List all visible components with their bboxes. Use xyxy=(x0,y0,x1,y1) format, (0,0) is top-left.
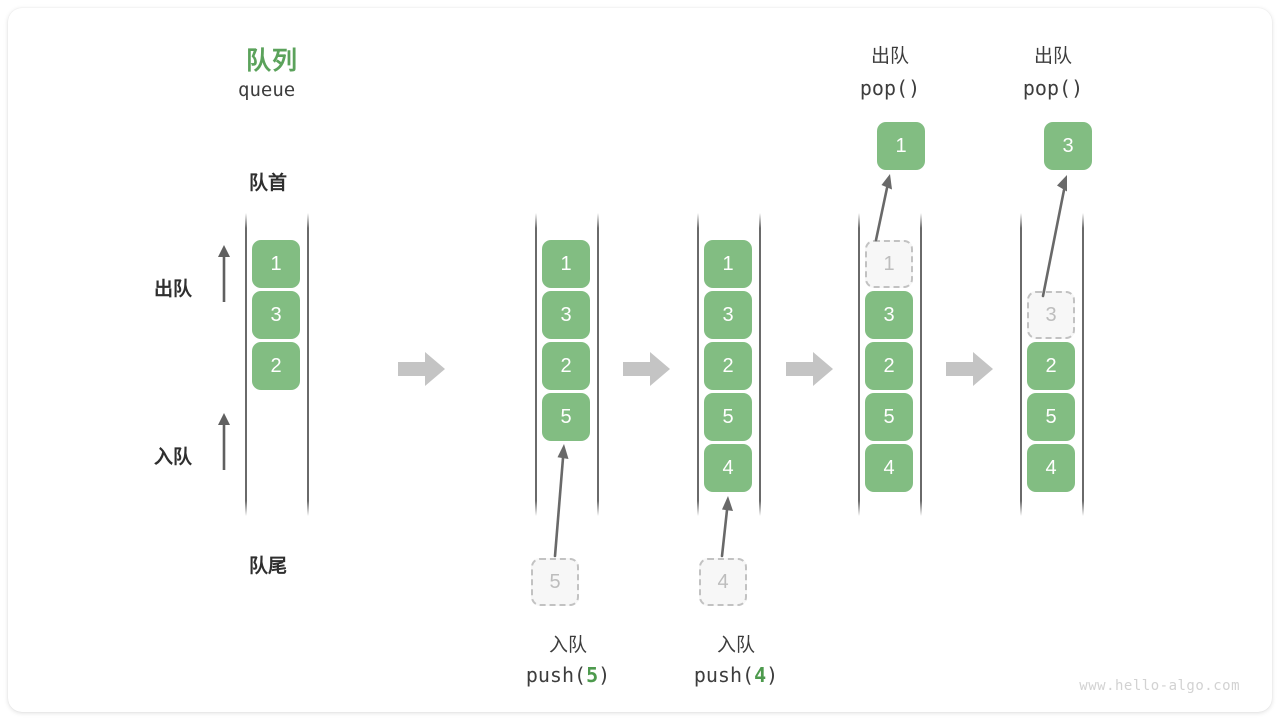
queue-cell: 3 xyxy=(865,291,913,339)
queue-cell: 4 xyxy=(865,444,913,492)
incoming-ghost-cell: 5 xyxy=(531,558,579,606)
op-label-code: push(5) xyxy=(488,663,648,687)
stage-push-5: 1 3 2 5 xyxy=(535,213,599,516)
queue-rails xyxy=(1020,213,1084,516)
popped-cell: 1 xyxy=(877,122,925,170)
op-code-suffix: ) xyxy=(908,76,921,100)
pop-arrow-icon xyxy=(1026,170,1082,298)
queue-cell: 2 xyxy=(252,342,300,390)
rail-right xyxy=(759,213,761,516)
op-label-code: pop() xyxy=(973,76,1133,100)
rail-right xyxy=(1082,213,1084,516)
queue-cell: 3 xyxy=(704,291,752,339)
push-arrow-icon xyxy=(708,492,744,558)
op-code-prefix: pop( xyxy=(1022,76,1072,100)
queue-cell: 2 xyxy=(1027,342,1075,390)
stage-pop-1: 1 3 2 5 4 xyxy=(858,213,922,516)
op-label-cn: 出队 xyxy=(1033,46,1072,67)
popped-cell: 3 xyxy=(1044,122,1092,170)
op-label-code: pop() xyxy=(810,76,970,100)
dequeue-side-label: 出队 xyxy=(154,279,193,300)
queue-cell: 3 xyxy=(252,291,300,339)
enqueue-side-label: 入队 xyxy=(154,447,193,468)
push-arrow-icon xyxy=(540,440,576,558)
op-code-arg: 4 xyxy=(754,663,767,687)
flow-arrow-icon xyxy=(786,352,834,386)
pop-arrow-icon xyxy=(860,170,906,242)
flow-arrow-icon xyxy=(398,352,446,386)
dequeue-direction-arrow-icon xyxy=(216,244,232,304)
queue-cell: 5 xyxy=(542,393,590,441)
diagram-card: 队列 queue 队首 队尾 出队 入队 1 3 2 xyxy=(8,8,1272,712)
queue-cell: 1 xyxy=(704,240,752,288)
queue-rails xyxy=(245,213,309,516)
queue-cell: 5 xyxy=(1027,393,1075,441)
flow-arrow-icon xyxy=(623,352,671,386)
stage-push-4: 1 3 2 5 4 xyxy=(697,213,761,516)
rail-left xyxy=(1020,213,1022,516)
rail-right xyxy=(307,213,309,516)
watermark: www.hello-algo.com xyxy=(1079,678,1240,694)
op-label-cn: 出队 xyxy=(870,46,909,67)
op-code-suffix: ) xyxy=(766,663,779,687)
op-code-arg: 5 xyxy=(586,663,599,687)
rail-left xyxy=(858,213,860,516)
flow-arrow-icon xyxy=(946,352,994,386)
queue-cell: 5 xyxy=(704,393,752,441)
queue-cell: 1 xyxy=(252,240,300,288)
queue-rails xyxy=(697,213,761,516)
op-label-cn: 入队 xyxy=(548,635,587,656)
queue-cell: 5 xyxy=(865,393,913,441)
queue-cell: 2 xyxy=(542,342,590,390)
stage-initial: 1 3 2 xyxy=(245,213,309,516)
stage-pop-3: 3 2 5 4 xyxy=(1020,213,1084,516)
queue-rails xyxy=(858,213,922,516)
queue-cell-ghost: 1 xyxy=(865,240,913,288)
rail-right xyxy=(920,213,922,516)
rail-left xyxy=(245,213,247,516)
queue-cell: 4 xyxy=(704,444,752,492)
queue-cell-ghost: 3 xyxy=(1027,291,1075,339)
op-code-prefix: push( xyxy=(693,663,755,687)
op-code-suffix: ) xyxy=(598,663,611,687)
enqueue-direction-arrow-icon xyxy=(216,412,232,472)
op-code-suffix: ) xyxy=(1071,76,1084,100)
front-label: 队首 xyxy=(249,173,288,194)
op-label-code: push(4) xyxy=(656,663,816,687)
queue-cell: 2 xyxy=(704,342,752,390)
incoming-ghost-cell: 4 xyxy=(699,558,747,606)
rail-right xyxy=(597,213,599,516)
op-code-prefix: push( xyxy=(525,663,587,687)
queue-cell: 2 xyxy=(865,342,913,390)
rear-label: 队尾 xyxy=(249,556,288,577)
queue-cell: 1 xyxy=(542,240,590,288)
page-title-en: queue xyxy=(238,79,296,101)
queue-rails xyxy=(535,213,599,516)
op-code-prefix: pop( xyxy=(859,76,909,100)
page-title-cn: 队列 xyxy=(246,47,299,75)
queue-cell: 4 xyxy=(1027,444,1075,492)
rail-left xyxy=(697,213,699,516)
rail-left xyxy=(535,213,537,516)
op-label-cn: 入队 xyxy=(716,635,755,656)
queue-cell: 3 xyxy=(542,291,590,339)
